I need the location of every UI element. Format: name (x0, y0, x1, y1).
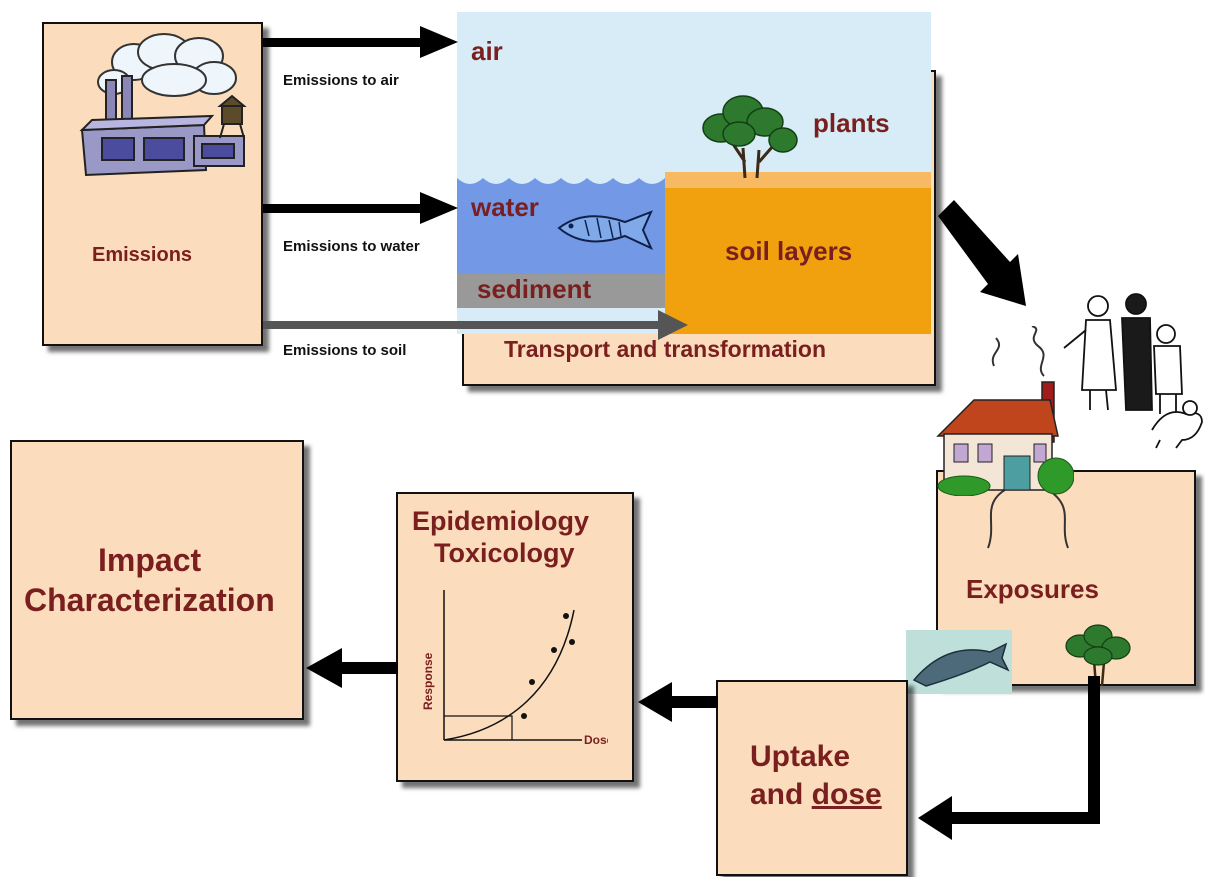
emissions-box: Emissions (42, 22, 263, 346)
epi-title-line1: Epidemiology (412, 506, 590, 536)
transport-title: Transport and transformation (504, 336, 827, 362)
exposures-label: Exposures (966, 574, 1099, 604)
soil-layers-label: soil layers (725, 236, 853, 266)
uptake-box: Uptake and dose (716, 680, 908, 876)
people-icon (1063, 293, 1203, 449)
arrow-to-epi (670, 696, 718, 708)
dose-response-chart: Response Dose (421, 590, 608, 747)
water-compartment (457, 178, 665, 288)
epi-box: Epidemiology Toxicology Response Dose (396, 492, 634, 782)
smoke-cloud-icon (97, 33, 237, 97)
fish-icon (557, 210, 653, 251)
arrow-to-water (263, 204, 423, 213)
emissions-to-air-label: Emissions to air (283, 72, 399, 89)
impact-box: Impact Characterization (10, 440, 304, 720)
air-label: air (471, 36, 503, 66)
threshold-lines (444, 715, 513, 740)
data-point (563, 613, 569, 619)
arrow-to-exposures (938, 200, 1026, 306)
arrow-to-air (263, 38, 423, 47)
factory-icon (79, 33, 247, 177)
water-label: water (471, 192, 539, 222)
data-point (551, 647, 557, 653)
response-curve (443, 609, 575, 741)
arrow-to-soil (263, 321, 663, 329)
plants-label: plants (813, 108, 890, 138)
sediment-label: sediment (477, 274, 592, 304)
epi-title-line2: Toxicology (434, 538, 575, 568)
data-point (521, 713, 527, 719)
sediment-compartment (457, 274, 665, 308)
tree-icon (702, 95, 798, 179)
emissions-to-water-label: Emissions to water (283, 238, 420, 255)
impact-line2: Characterization (24, 582, 275, 618)
x-axis-label: Dose (584, 733, 608, 747)
soil-surface (665, 172, 931, 190)
whale-image (906, 630, 1012, 694)
y-axis-label: Response (421, 652, 435, 710)
impact-line1: Impact (98, 542, 202, 578)
house-icon (936, 326, 1074, 496)
data-point (529, 679, 535, 685)
uptake-line1: Uptake (750, 740, 851, 773)
data-point (569, 639, 575, 645)
emissions-label: Emissions (92, 244, 193, 266)
arrow-to-uptake (1088, 676, 1100, 824)
uptake-line2-prefix: and (750, 778, 812, 811)
environment-panel: air plants water soil layers sediment (457, 12, 931, 334)
dose-link[interactable]: dose (811, 778, 882, 811)
soil-compartment (665, 188, 931, 334)
dog-icon (1151, 400, 1203, 449)
whale-icon (912, 642, 1010, 687)
arrow-to-impact (340, 662, 398, 674)
uptake-line2: and dose (750, 778, 882, 812)
emissions-to-soil-label: Emissions to soil (283, 342, 407, 359)
